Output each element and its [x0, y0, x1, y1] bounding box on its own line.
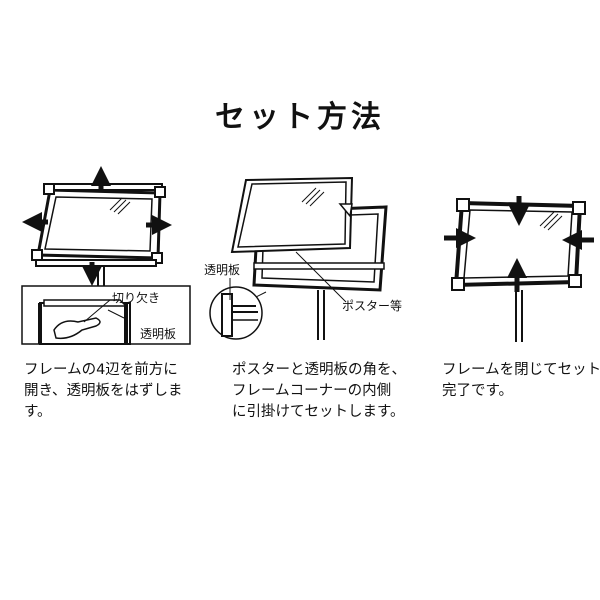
- step3-line1: フレームを閉じてセット: [442, 360, 600, 381]
- step2-line2: フレームコーナーの内側: [232, 381, 406, 402]
- step2-line3: に引掛けてセットします。: [232, 402, 406, 423]
- step2-poster-sheet: [232, 178, 352, 252]
- clear-panel-label-2: 透明板: [204, 263, 240, 277]
- step1-frame-open: [32, 184, 165, 290]
- step2-zoom-detail: [210, 287, 266, 339]
- step1-caption: フレームの4辺を前方に 開き、透明板をはずしま す。: [24, 360, 182, 423]
- clear-panel-label-1: 透明板: [140, 327, 176, 341]
- poster-label: ポスター等: [342, 299, 402, 313]
- step2-caption: ポスターと透明板の角を、 フレームコーナーの内側 に引掛けてセットします。: [232, 360, 406, 423]
- step3-caption: フレームを閉じてセット 完了です。: [442, 360, 600, 402]
- notch-label: 切り欠き: [112, 290, 160, 305]
- step3-line2: 完了です。: [442, 381, 600, 402]
- step2-line1: ポスターと透明板の角を、: [232, 360, 406, 381]
- step1-line1: フレームの4辺を前方に: [24, 360, 182, 381]
- step1-line3: す。: [24, 402, 182, 423]
- step1-line2: 開き、透明板をはずしま: [24, 381, 182, 402]
